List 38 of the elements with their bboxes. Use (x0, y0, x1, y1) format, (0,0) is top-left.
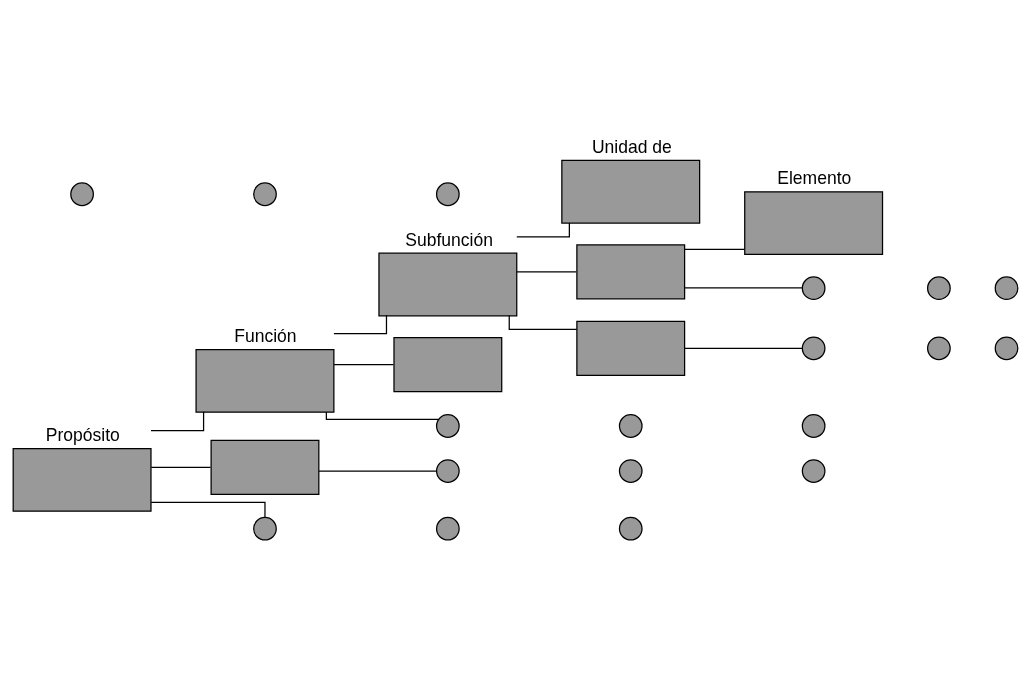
connector (333, 314, 388, 334)
connector (150, 466, 212, 468)
connector (684, 248, 746, 250)
node-circle (618, 516, 643, 541)
node-circle (801, 275, 826, 300)
node-label: Subfunción (405, 229, 493, 250)
node-circle (994, 275, 1019, 300)
connector (516, 270, 577, 273)
node-label: Función (234, 325, 297, 346)
node-circle (801, 413, 826, 438)
node-circle (801, 335, 826, 360)
node-circle (253, 181, 277, 206)
node-circle (801, 458, 826, 483)
node-label: Propósito (45, 424, 120, 445)
node-box (393, 336, 503, 392)
node-box (210, 439, 320, 495)
node-label: Elemento (777, 167, 852, 188)
connector (150, 410, 205, 431)
node-box (576, 320, 686, 376)
node-circle (435, 181, 460, 206)
node-label: Unidad de (591, 136, 672, 157)
connector (318, 469, 437, 472)
node-circle (927, 335, 951, 360)
node-circle (927, 275, 951, 300)
connector (333, 363, 395, 365)
node-circle (618, 413, 643, 438)
node-circle (70, 181, 94, 206)
connector (684, 286, 803, 288)
node-circle (435, 458, 460, 483)
connector (684, 347, 803, 349)
connector (325, 410, 439, 420)
node-circle (994, 335, 1019, 360)
node-circle (618, 458, 643, 483)
node-circle (435, 413, 460, 438)
node-circle (253, 516, 277, 541)
node-circle (435, 516, 460, 541)
connector (150, 501, 266, 518)
node-box (576, 243, 686, 299)
